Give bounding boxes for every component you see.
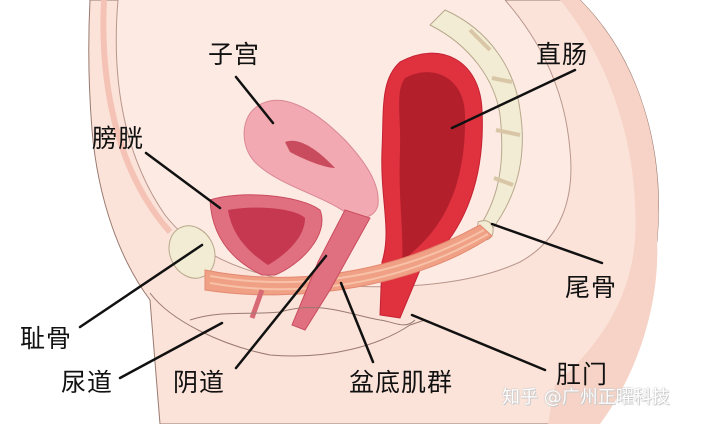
leader-vagina [234, 254, 328, 370]
label-urethra: 尿道 [61, 368, 114, 397]
bladder-inner [228, 207, 305, 265]
vagina-shape [291, 209, 371, 331]
leader-pelvic-floor [339, 281, 375, 364]
label-anus: 肛门 [556, 360, 609, 389]
vertebra-joints [468, 28, 521, 187]
label-rectum: 直肠 [536, 40, 589, 69]
leader-coccyx [490, 222, 604, 265]
leader-uterus [234, 75, 275, 125]
rectum-inner [399, 72, 466, 262]
watermark: 知乎 @广州正曜科技 [502, 387, 670, 408]
leader-bladder [144, 151, 222, 210]
label-pubic-bone: 耻骨 [20, 324, 73, 353]
leader-lines [78, 68, 604, 380]
label-coccyx: 尾骨 [565, 273, 618, 302]
leader-pubic-bone [78, 243, 204, 329]
label-uterus: 子宫 [208, 40, 261, 69]
label-bladder: 膀胱 [92, 124, 145, 153]
buttock-shading [548, 0, 659, 424]
leader-rectum [450, 68, 577, 130]
perineum-outline [149, 292, 426, 357]
pelvic-floor-muscle-shape [204, 224, 493, 296]
abdominal-wall [100, 0, 173, 234]
leader-urethra [118, 321, 224, 380]
leader-anus [410, 313, 547, 372]
label-vagina: 阴道 [173, 368, 226, 397]
label-pelvic-floor-muscles: 盆底肌群 [349, 368, 454, 397]
uterus-cavity [285, 140, 335, 168]
